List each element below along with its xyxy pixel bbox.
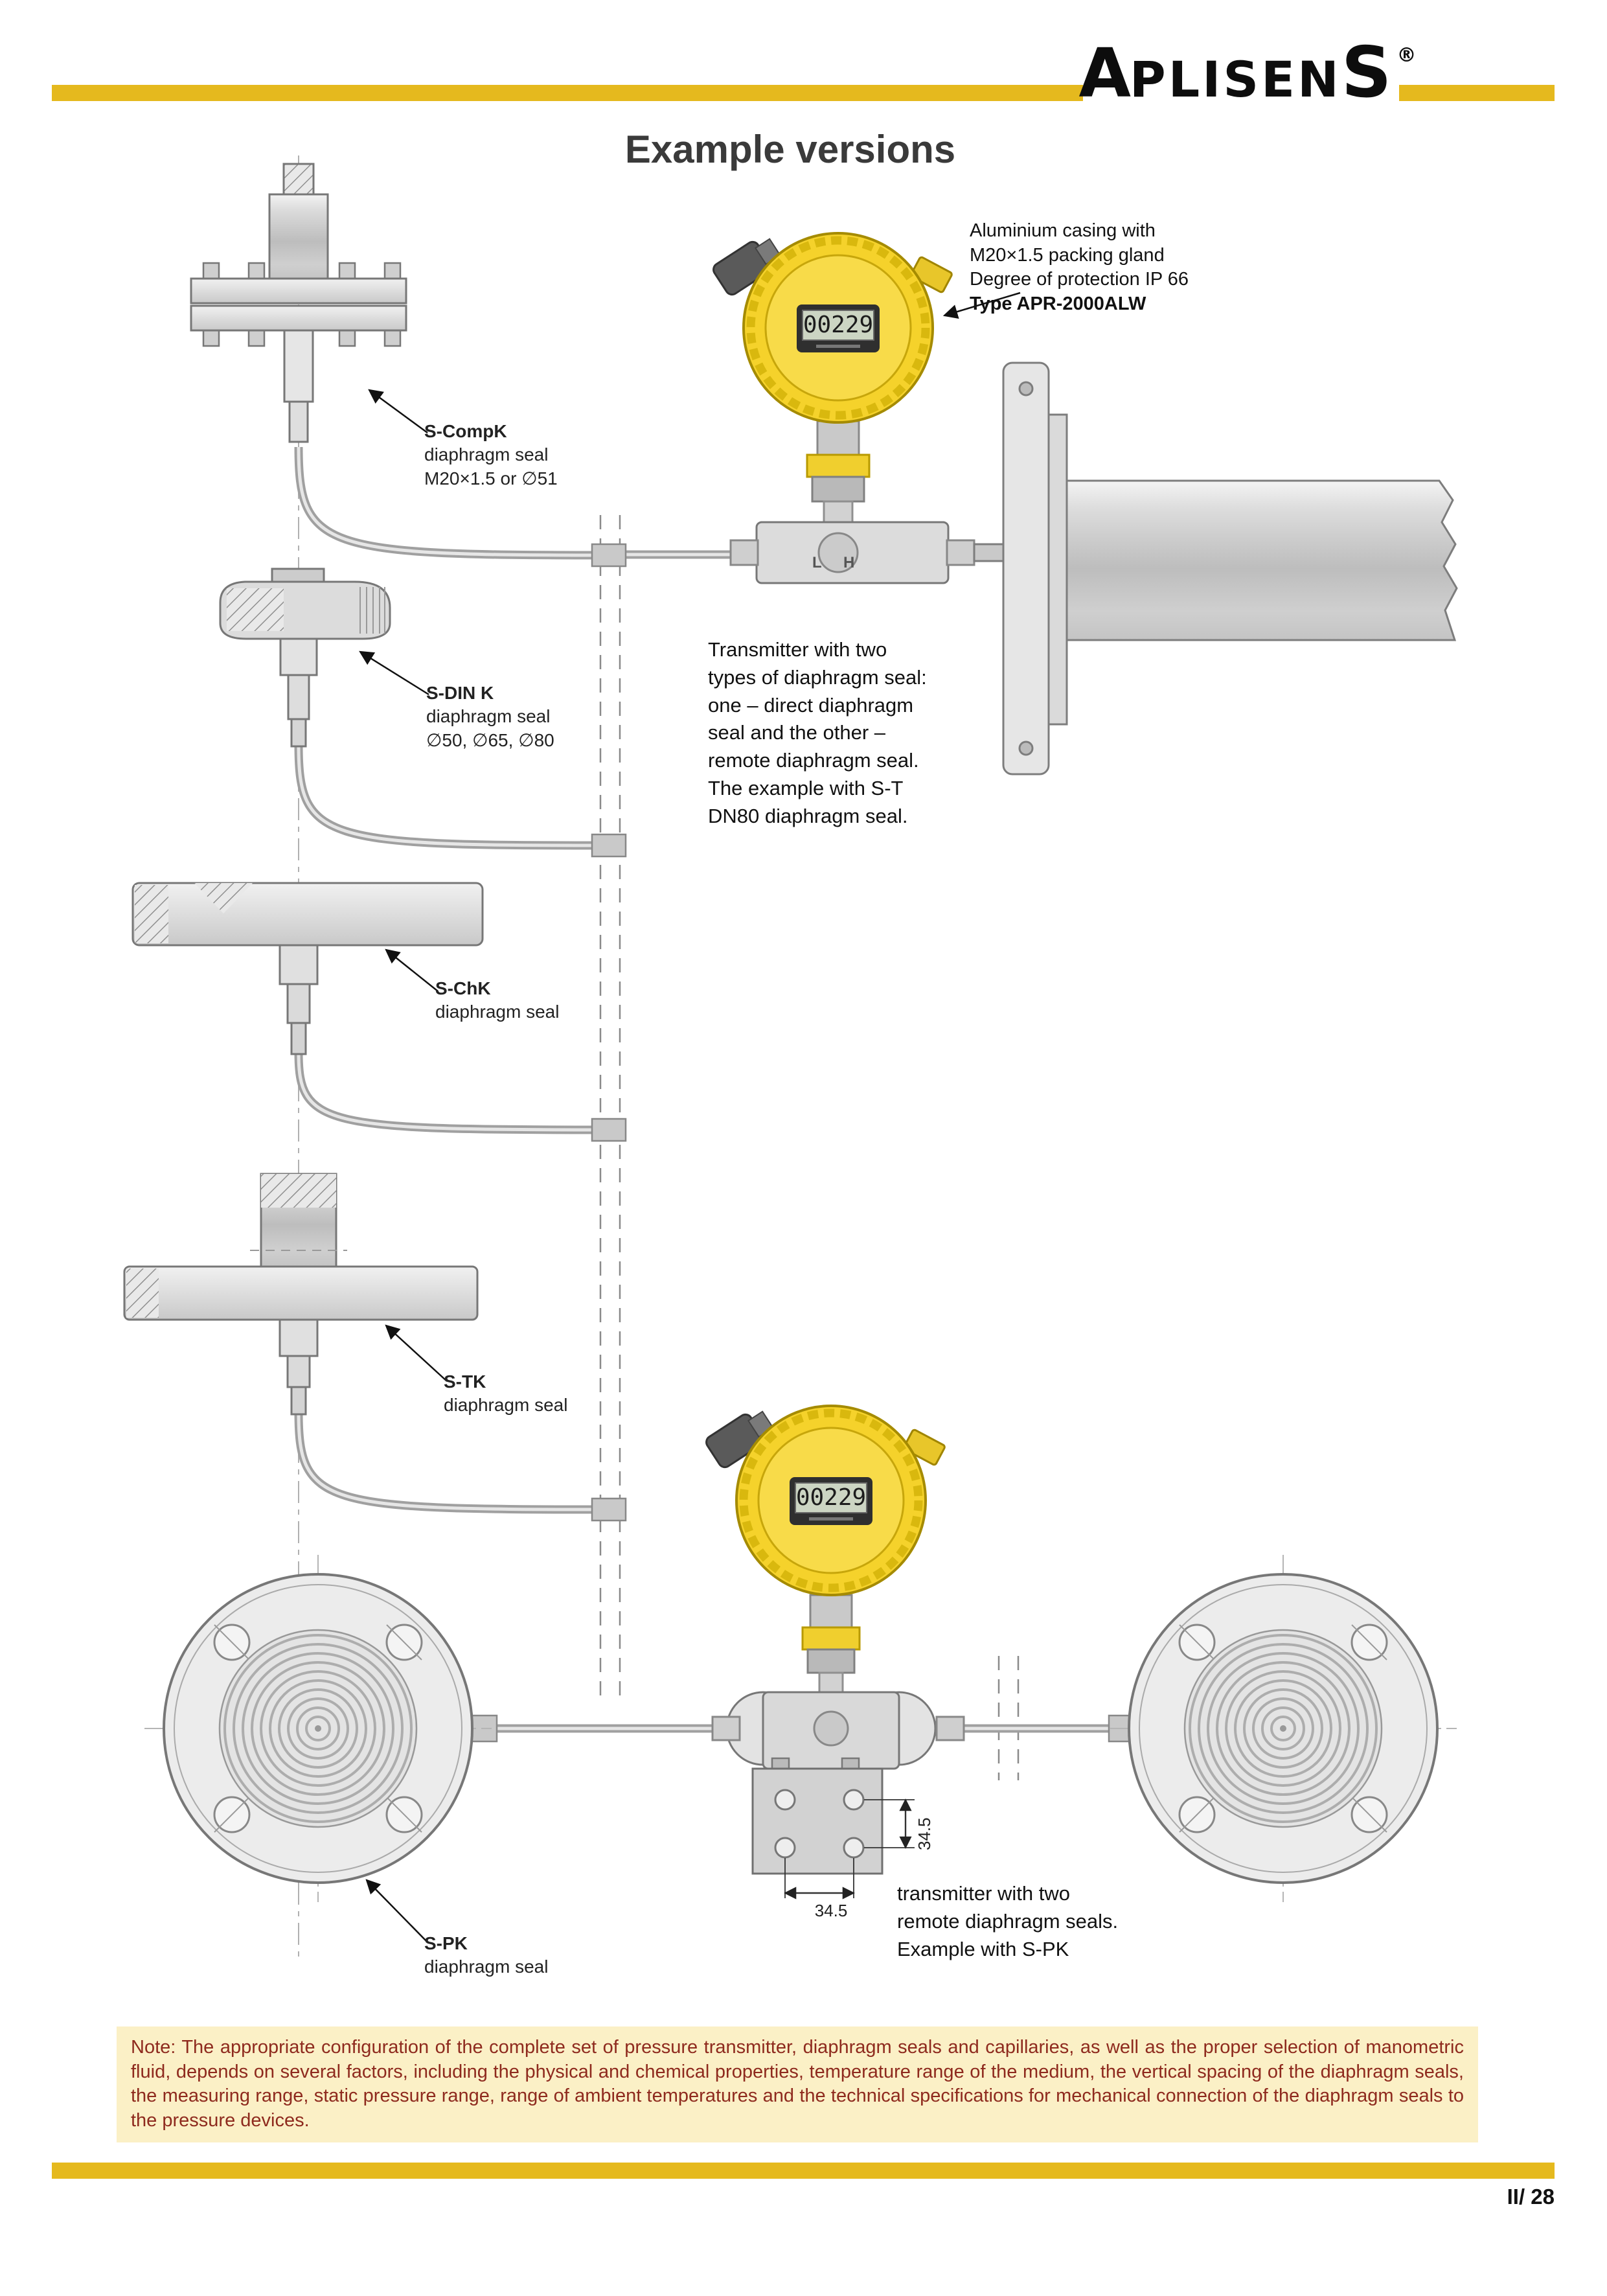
casing-annotation-line: Degree of protection IP 66 xyxy=(970,269,1189,290)
seal-name: S-ChK xyxy=(435,978,491,998)
seal-spec: M20×1.5 or ∅51 xyxy=(424,468,558,488)
top-transmitter: L H xyxy=(711,233,975,584)
registered-trademark: ® xyxy=(1396,44,1417,67)
seal-name: S-PK xyxy=(424,1933,468,1953)
capillaries xyxy=(294,446,1139,1743)
seal-name: S-DIN K xyxy=(426,683,494,703)
text-line: transmitter with two xyxy=(897,1882,1071,1905)
seal-desc: diaphragm seal xyxy=(424,1957,549,1977)
text-line: remote diaphragm seals. xyxy=(897,1909,1119,1933)
page-number: II/ 28 xyxy=(1507,2185,1555,2209)
port-label-l: L xyxy=(812,554,822,571)
footnote: Note: The appropriate configuration of t… xyxy=(117,2026,1478,2142)
casing-annotation-line: M20×1.5 packing gland xyxy=(970,244,1165,266)
text-line: remote diaphragm seal. xyxy=(708,749,919,772)
text-line: types of diaphragm seal: xyxy=(708,665,927,689)
mounting-bracket xyxy=(751,1757,883,1875)
text-line: Example with S-PK xyxy=(897,1937,1069,1960)
transmitter-description: Transmitter with two types of diaphragm … xyxy=(708,636,986,830)
logo-middle: PLISEN xyxy=(1130,51,1341,108)
text-line: seal and the other – xyxy=(708,721,886,744)
aplisens-logo: A PLISEN S ® xyxy=(1079,32,1417,113)
label-s-din-k: S-DIN K diaphragm seal ∅50, ∅65, ∅80 xyxy=(426,682,554,752)
seal-name: S-TK xyxy=(444,1372,486,1392)
dimension-lines xyxy=(784,1798,915,1900)
seal-desc: diaphragm seal xyxy=(444,1395,568,1416)
text-line: Transmitter with two xyxy=(708,638,887,661)
header-accent-bar-left xyxy=(52,85,1083,101)
leader-arrows xyxy=(359,292,1021,1943)
casing-type-line: Type APR-2000ALW xyxy=(970,293,1146,315)
page-title: Example versions xyxy=(624,128,956,171)
s-tk-drawing xyxy=(123,1173,479,1416)
s-din-k-drawing xyxy=(219,568,391,748)
footer-accent-bar xyxy=(52,2163,1555,2179)
seal-desc: diaphragm seal xyxy=(435,1002,560,1022)
casing-annotation-line: Aluminium casing with xyxy=(970,220,1156,241)
bottom-description: transmitter with two remote diaphragm se… xyxy=(897,1880,1176,1963)
dimension-horizontal: 34.5 xyxy=(814,1901,848,1920)
seal-spec: ∅50, ∅65, ∅80 xyxy=(426,729,554,750)
label-s-pk: S-PK diaphragm seal xyxy=(424,1932,548,1979)
casing-annotation: Aluminium casing with M20×1.5 packing gl… xyxy=(970,219,1281,317)
bottom-transmitter xyxy=(704,1405,965,1900)
remote-seal-st-dn80 xyxy=(973,362,1458,775)
label-s-compk: S-CompK diaphragm seal M20×1.5 or ∅51 xyxy=(424,420,558,490)
seal-desc: diaphragm seal xyxy=(424,444,549,465)
logo-letter-a: A xyxy=(1078,34,1131,113)
seal-name: S-CompK xyxy=(424,421,507,441)
dimension-vertical: 34.5 xyxy=(915,1817,934,1850)
logo-letter-s: S xyxy=(1341,32,1392,113)
s-chk-drawing xyxy=(131,882,484,1055)
header-accent-bar-right xyxy=(1399,85,1555,101)
text-line: DN80 diaphragm seal. xyxy=(708,804,908,827)
text-line: one – direct diaphragm xyxy=(708,693,914,717)
label-s-tk: S-TK diaphragm seal xyxy=(444,1370,567,1418)
seal-desc: diaphragm seal xyxy=(426,706,551,727)
port-label-h: H xyxy=(843,554,854,571)
s-compk-drawing xyxy=(190,163,407,443)
label-s-chk: S-ChK diaphragm seal xyxy=(435,977,559,1024)
text-line: The example with S-T xyxy=(708,776,904,799)
